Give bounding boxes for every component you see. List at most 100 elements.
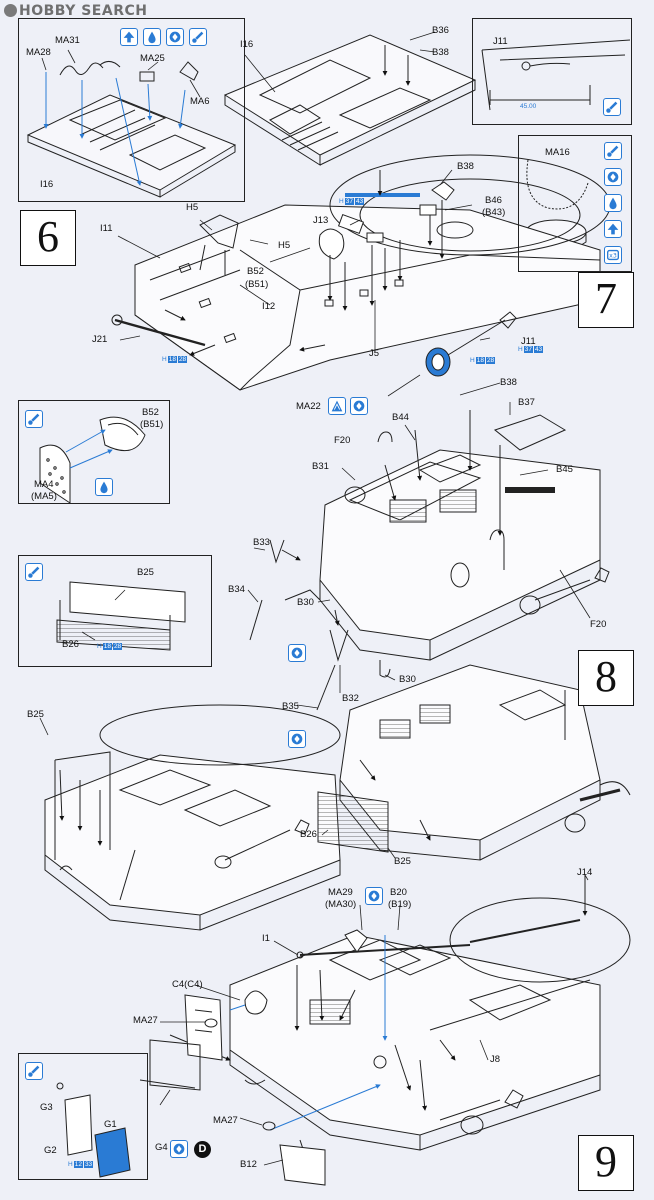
- inset-grille-detail: [56, 581, 186, 651]
- part-label: B30: [399, 674, 416, 685]
- hull-step8b: [44, 704, 341, 931]
- flip-arrows-icon: [170, 1140, 188, 1158]
- hull-step8c: [339, 664, 631, 861]
- part-label: G4: [155, 1142, 168, 1153]
- tow-shovel-part: [425, 311, 517, 377]
- paint-brush-icon: [603, 98, 621, 116]
- part-label: J21: [92, 334, 108, 345]
- part-label: G2: [44, 1145, 57, 1156]
- part-label: H5: [186, 202, 199, 213]
- photo-etch-icon: [328, 397, 346, 415]
- part-label: B33: [253, 537, 270, 548]
- part-label: MA29: [328, 887, 353, 898]
- part-label: I12: [262, 301, 276, 312]
- paint-brush-icon: [189, 28, 207, 46]
- part-label: I1: [262, 933, 270, 944]
- part-label: MA28: [26, 47, 51, 58]
- part-label: J8: [490, 1054, 501, 1065]
- part-label: B20: [390, 887, 407, 898]
- part-label: MA27: [133, 1015, 158, 1026]
- part-label: (MA30): [325, 899, 357, 910]
- part-label: MA27: [213, 1115, 238, 1126]
- inset-plate-detail: [39, 416, 146, 504]
- part-label: I16: [240, 39, 254, 50]
- inset-frame-plate: [18, 400, 170, 504]
- step-number-8: 8: [578, 650, 634, 706]
- part-label: B44: [392, 412, 409, 423]
- part-label: B25: [394, 856, 411, 867]
- arrow-up-icon: [604, 220, 622, 238]
- part-label: MA6: [190, 96, 210, 107]
- step-number-7: 7: [578, 272, 634, 328]
- part-label: (B51): [245, 279, 269, 290]
- part-label: B12: [240, 1159, 257, 1170]
- part-label: B37: [518, 397, 535, 408]
- hull-step8: [284, 414, 610, 661]
- part-label: MA4: [34, 479, 54, 490]
- inset-frame-grille: [18, 555, 212, 667]
- jerry-can-rack-part: [139, 994, 326, 1186]
- part-label: G3: [40, 1102, 53, 1113]
- ring-part: [204, 1018, 218, 1028]
- part-label: MA25: [140, 53, 165, 64]
- decal-d-badge: D: [194, 1141, 211, 1158]
- watermark-logo: HOBBY SEARCH: [4, 3, 147, 19]
- part-label: B45: [556, 464, 573, 475]
- grab-handle-part: [377, 431, 393, 443]
- part-label: B38: [432, 47, 449, 58]
- part-label: B35: [282, 701, 299, 712]
- part-label: H5: [278, 240, 291, 251]
- tow-cable-part: [111, 181, 474, 347]
- part-label: (B43): [482, 207, 506, 218]
- part-label: F20: [334, 435, 351, 446]
- part-label: J13: [313, 215, 329, 226]
- part-label: (MA5): [31, 491, 57, 502]
- part-label: MA16: [545, 147, 570, 158]
- part-label: B26: [62, 639, 79, 650]
- part-label: B46: [485, 195, 502, 206]
- inset-frame-jerrycan: [18, 1053, 148, 1180]
- flip-arrows-icon: [166, 28, 184, 46]
- grille-part: [317, 791, 389, 853]
- paint-brush-icon: [604, 142, 622, 160]
- part-label: F20: [590, 619, 607, 630]
- upper-deck-step6: [223, 34, 477, 166]
- hull-step9: [229, 897, 631, 1151]
- glue-drop-icon: [604, 194, 622, 212]
- part-label: I16: [40, 179, 54, 190]
- part-label: B32: [342, 693, 359, 704]
- inset-frame-chain: [518, 135, 632, 272]
- flip-arrows-icon: [604, 168, 622, 186]
- part-label: B26: [300, 829, 317, 840]
- inset-tow-cable-measure: [481, 39, 631, 111]
- part-label: B34: [228, 584, 245, 595]
- part-label: J11: [493, 36, 508, 47]
- part-label: B38: [457, 161, 474, 172]
- repeat-x3-icon: x3: [604, 246, 622, 264]
- glue-drop-icon: [95, 478, 113, 496]
- step-number-9: 9: [578, 1135, 634, 1191]
- lifting-hook-part: [269, 539, 285, 564]
- part-label: G1: [104, 1119, 117, 1130]
- part-label: MA22: [296, 401, 321, 412]
- flip-arrows-icon: [288, 644, 306, 662]
- part-label: B31: [312, 461, 329, 472]
- part-label: B25: [27, 709, 44, 720]
- part-label: C4(C4): [172, 979, 203, 990]
- logo-mark-icon: [4, 4, 17, 17]
- part-label: B30: [297, 597, 314, 608]
- inset-jerrycan-detail: [56, 1082, 131, 1178]
- part-label: MA31: [55, 35, 80, 46]
- svg-text:x3: x3: [609, 253, 617, 260]
- step-number-6: 6: [20, 210, 76, 266]
- paint-brush-icon: [25, 563, 43, 581]
- flip-arrows-icon: [365, 887, 383, 905]
- inset-frame-top-right: [472, 18, 632, 125]
- paint-brush-icon: [25, 1062, 43, 1080]
- part-label: (B19): [388, 899, 412, 910]
